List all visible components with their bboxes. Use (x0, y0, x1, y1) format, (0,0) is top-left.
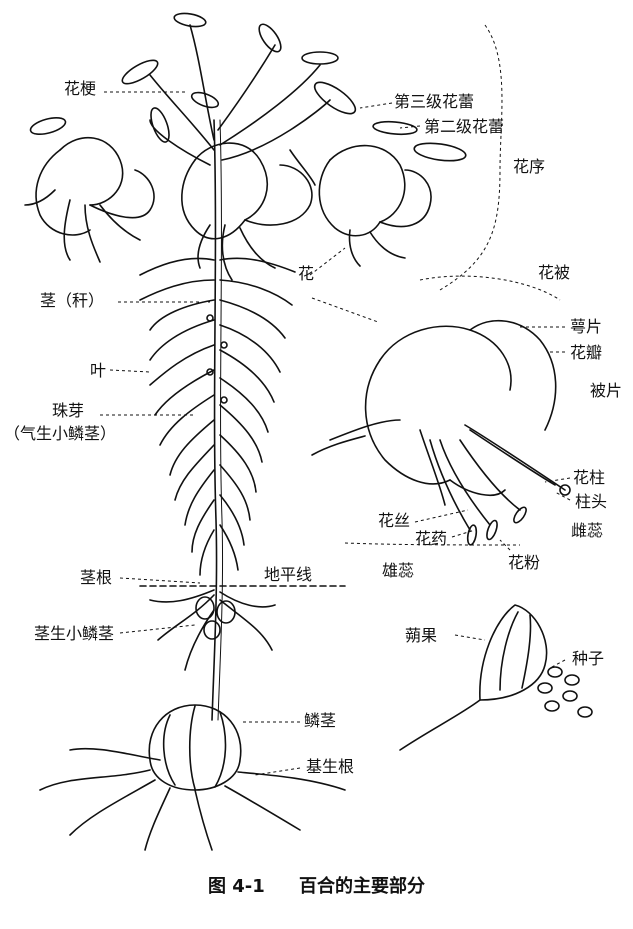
label-seed: 种子 (572, 649, 605, 668)
bulb (148, 704, 242, 791)
label-pistil: 雌蕊 (571, 521, 604, 540)
seeds (537, 666, 593, 718)
label-flower: 花 (298, 264, 315, 283)
bulbils (206, 314, 228, 404)
flower-center (181, 142, 316, 281)
stem-roots (149, 589, 276, 671)
label-filament: 花丝 (378, 511, 411, 530)
label-second-order-bud: 第二级花蕾 (424, 117, 505, 136)
label-perianth: 花被 (538, 263, 571, 282)
label-anther: 花药 (415, 529, 448, 548)
capsule-detail (399, 604, 548, 751)
figure-number: 图 4-1 (207, 876, 265, 897)
label-bulb: 鳞茎 (304, 711, 337, 730)
flower-detail (311, 319, 571, 546)
label-stem-root: 茎根 (80, 568, 113, 587)
label-ground-line: 地平线 (264, 565, 313, 584)
label-sepal: 萼片 (570, 317, 603, 336)
label-basal-root: 基生根 (306, 757, 355, 776)
label-bulbil-aerial: （气生小鳞茎） (4, 424, 117, 443)
label-capsule: 蒴果 (405, 626, 438, 645)
leader-lines (100, 24, 571, 776)
main-stem (211, 119, 218, 721)
label-stigma: 柱头 (575, 492, 608, 511)
figure-title: 百合的主要部分 (299, 876, 426, 897)
branch-left (149, 74, 215, 151)
label-tepal: 被片 (590, 382, 623, 400)
bud-third-order (372, 120, 418, 136)
leaves-right (219, 257, 296, 571)
label-leaf: 叶 (90, 361, 107, 380)
label-third-order-bud: 第三级花蕾 (394, 92, 475, 111)
bud-top (173, 12, 207, 28)
label-stem-bulblet: 茎生小鳞茎 (34, 624, 115, 643)
figure-caption: 图 4-1 百合的主要部分 (0, 872, 633, 898)
label-petal: 花瓣 (570, 343, 603, 362)
flower-left (24, 136, 155, 263)
label-flower-stalk: 花梗 (64, 79, 97, 98)
label-bulbil: 珠芽 (52, 401, 85, 420)
label-stem: 茎（秆） (40, 291, 105, 310)
bud-second-order (413, 142, 467, 162)
label-inflorescence: 花序 (513, 157, 546, 176)
flower-right (318, 144, 432, 267)
leaves-left (139, 257, 215, 576)
label-style: 花柱 (573, 468, 606, 487)
label-stamen: 雄蕊 (382, 561, 415, 580)
label-pollen: 花粉 (508, 553, 541, 572)
basal-roots (39, 747, 346, 851)
